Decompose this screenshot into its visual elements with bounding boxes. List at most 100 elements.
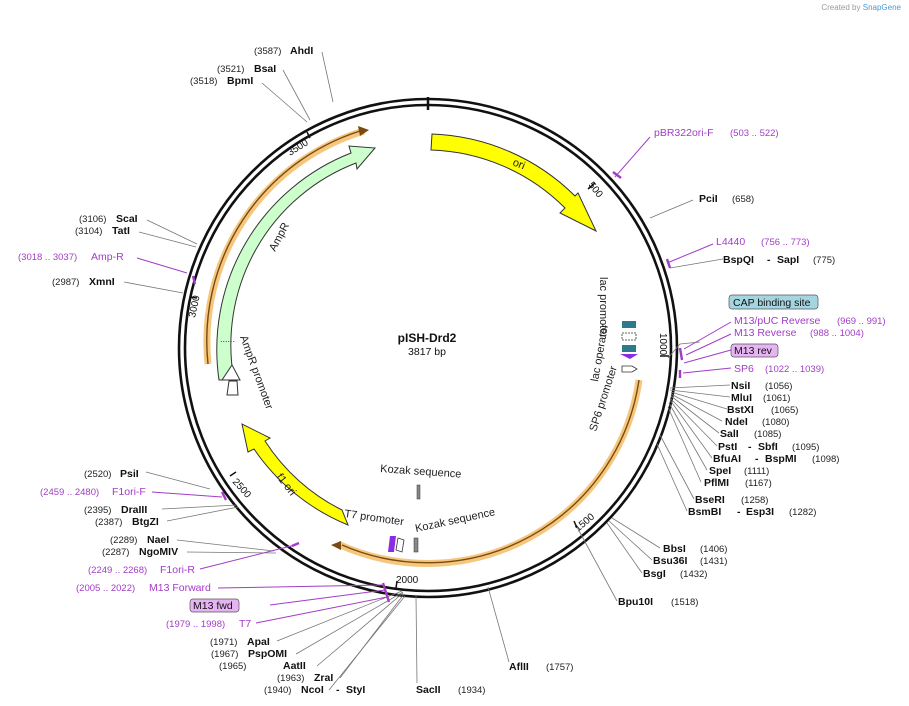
site-pos: (1258) [741,495,768,506]
sp6-promoter-marker[interactable] [621,365,638,373]
site-pos: (1098) [812,454,839,465]
lac-promoter-label: lac promoter [597,277,609,338]
tick-3500 [306,131,311,139]
primer-range: (2005 .. 2022) [76,583,135,594]
tick-2000 [395,580,398,589]
site-sep: - [737,506,741,518]
site-label: SacII [416,684,441,696]
site-pos: (1167) [745,478,772,489]
tick-label-3000: 3000 [187,294,202,318]
tick-500 [587,182,596,190]
ampr-promoter-arrow[interactable] [221,364,241,396]
site-label: TatI [112,225,130,237]
site-sep: - [755,453,759,465]
site-label: PsiI [120,468,139,480]
site-label: BfuAI [713,453,741,465]
lac-operator-marker[interactable] [622,345,636,352]
site-pos: (1757) [546,662,573,673]
lac-promoter-marker[interactable] [621,332,637,341]
tick-1500 [573,520,578,529]
primer-range: (756 .. 773) [761,237,810,248]
site-label: Bsu36I [653,555,688,567]
primer-range: (988 .. 1004) [810,328,864,339]
primer-range: (2459 .. 2480) [40,487,99,498]
site-label-2: StyI [346,684,365,696]
f1-ori-arrow[interactable] [241,423,349,526]
site-label: PciI [699,193,718,205]
ampr-promoter-label: AmpR promoter [237,334,275,411]
site-sep: - [767,254,771,266]
site-pos: (3106) [79,214,106,225]
tick-label-2500: 2500 [230,477,253,501]
m13-rev-box[interactable] [730,343,779,358]
primer-label: L4440 [716,236,745,248]
site-label: BsaI [254,63,276,75]
site-label: PstI [718,441,737,453]
site-pos: (3587) [254,46,281,57]
site-pos: (1971) [210,637,237,648]
site-label: ScaI [116,213,138,225]
t7-marker[interactable] [388,536,396,552]
site-label-2: Esp3I [746,506,774,518]
m13-rev-marker[interactable] [620,354,638,359]
site-pos: (3518) [190,76,217,87]
site-pos: (1432) [680,569,707,580]
site-label: MluI [731,392,752,404]
snapgene-logo: SnapGene [862,3,901,12]
site-pos: (1061) [763,393,790,404]
primer-label: M13/pUC Reverse [734,315,821,327]
tick-2500 [229,471,237,477]
right-leaders [415,199,731,684]
site-label: PspOMI [248,648,287,660]
site-pos: (1940) [264,685,291,696]
site-label: BseRI [695,494,725,506]
primer-range: (3018 .. 3037) [18,252,77,263]
site-label: BtgZI [132,516,159,528]
site-pos: (2395) [84,505,111,516]
orf-right-arrowhead [331,541,341,550]
m13-fwd-box[interactable] [189,598,240,613]
plasmid-name: pISH-Drd2 [398,331,457,345]
primer-range: (969 .. 991) [837,316,886,327]
t7-promoter-label: T7 promoter [344,508,405,528]
site-pos: (1085) [754,429,781,440]
site-pos: (2987) [52,277,79,288]
ampr-arrow[interactable] [216,145,377,381]
primer-range: (1979 .. 1998) [166,619,225,630]
t7-promoter-marker[interactable] [395,537,405,553]
ori-label: ori [511,157,527,173]
orf-line-left [206,130,361,365]
site-pos: (1965) [219,661,246,672]
kozak-marker-1[interactable] [416,484,421,500]
kozak-marker-2[interactable] [413,537,419,553]
site-pos: (1963) [277,673,304,684]
site-pos: (1111) [744,466,769,477]
site-pos: (2287) [102,547,129,558]
site-pos: (1967) [211,649,238,660]
cap-binding-box[interactable] [728,294,819,310]
cap-binding-marker[interactable] [622,321,636,328]
primer-label: SP6 [734,363,754,375]
site-pos: (2387) [95,517,122,528]
site-pos: (3104) [75,226,102,237]
left-leaders [123,51,406,691]
site-label: AflII [509,661,529,673]
site-pos: (658) [732,194,754,205]
primer-label: Amp-R [91,251,124,263]
site-label: DraIII [121,504,147,516]
site-pos: (1431) [700,556,727,567]
primer-label: F1ori-F [112,486,146,498]
tick-label-1500: 1500 [573,511,597,534]
orf-line-right [341,379,640,564]
primer-range: (2249 .. 2268) [88,565,147,576]
site-label: BsmBI [688,506,721,518]
site-pos: (1080) [762,417,789,428]
site-pos: (1518) [671,597,698,608]
site-label: BstXI [727,404,754,416]
site-label: NdeI [725,416,748,428]
credit-prefix: Created by [821,3,861,12]
primer-label: M13 Forward [149,582,211,594]
site-pos: (1095) [792,442,819,453]
ori-arrow[interactable] [430,133,598,233]
